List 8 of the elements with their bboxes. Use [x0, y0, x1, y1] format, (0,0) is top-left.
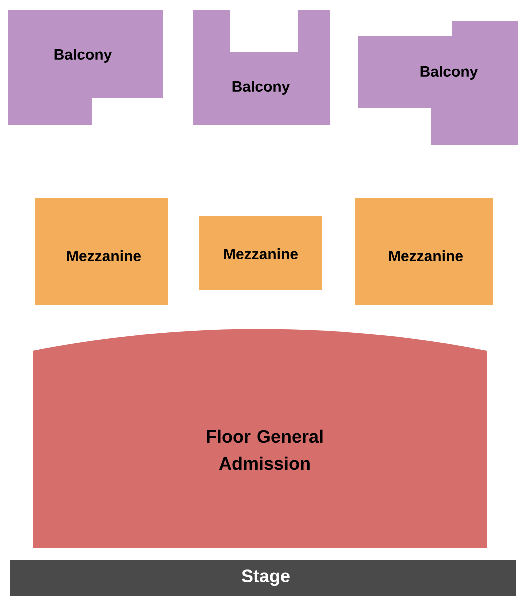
- stage: Stage: [10, 560, 516, 596]
- seating-section: Balcony: [358, 21, 518, 145]
- seating-section: Mezzanine: [35, 198, 168, 305]
- seating-section: Mezzanine: [355, 198, 493, 305]
- seating-section: Balcony: [8, 10, 163, 125]
- seating-section: Mezzanine: [199, 216, 322, 290]
- seating-section: Balcony: [193, 10, 330, 125]
- seating-section: Floor General Admission: [33, 329, 487, 548]
